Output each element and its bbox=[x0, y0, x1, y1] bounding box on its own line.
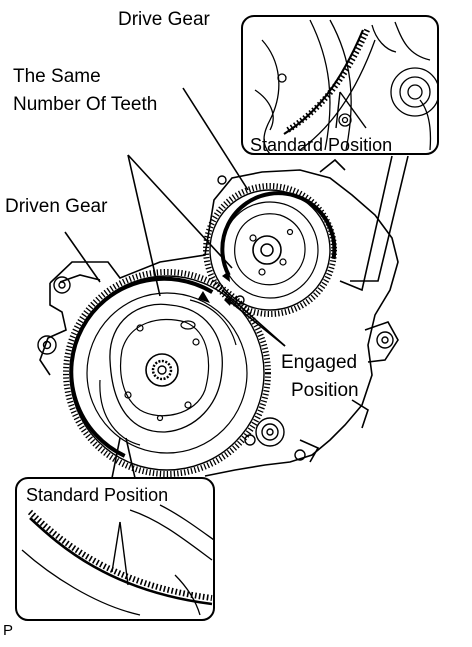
engine-housing bbox=[39, 158, 399, 477]
housing-bolt-bosses bbox=[37, 175, 394, 461]
same-teeth-label-line2: Number Of Teeth bbox=[13, 94, 158, 115]
figure-code: P bbox=[3, 622, 14, 639]
same-teeth-label-line1: The Same bbox=[13, 66, 101, 87]
inset-bottom bbox=[15, 477, 215, 621]
driven-gear bbox=[63, 269, 271, 477]
inset-top bbox=[241, 15, 439, 155]
engaged-position-label-line2: Position bbox=[291, 380, 359, 401]
engaged-position-label-line1: Engaged bbox=[281, 352, 358, 373]
standard-position-label-top: Standard Position bbox=[250, 135, 393, 155]
leader-lines bbox=[64, 87, 409, 479]
drive-gear-label: Drive Gear bbox=[118, 9, 210, 30]
driven-gear-label: Driven Gear bbox=[5, 196, 108, 217]
drive-gear bbox=[203, 183, 337, 317]
standard-position-label-bottom: Standard Position bbox=[26, 485, 169, 505]
